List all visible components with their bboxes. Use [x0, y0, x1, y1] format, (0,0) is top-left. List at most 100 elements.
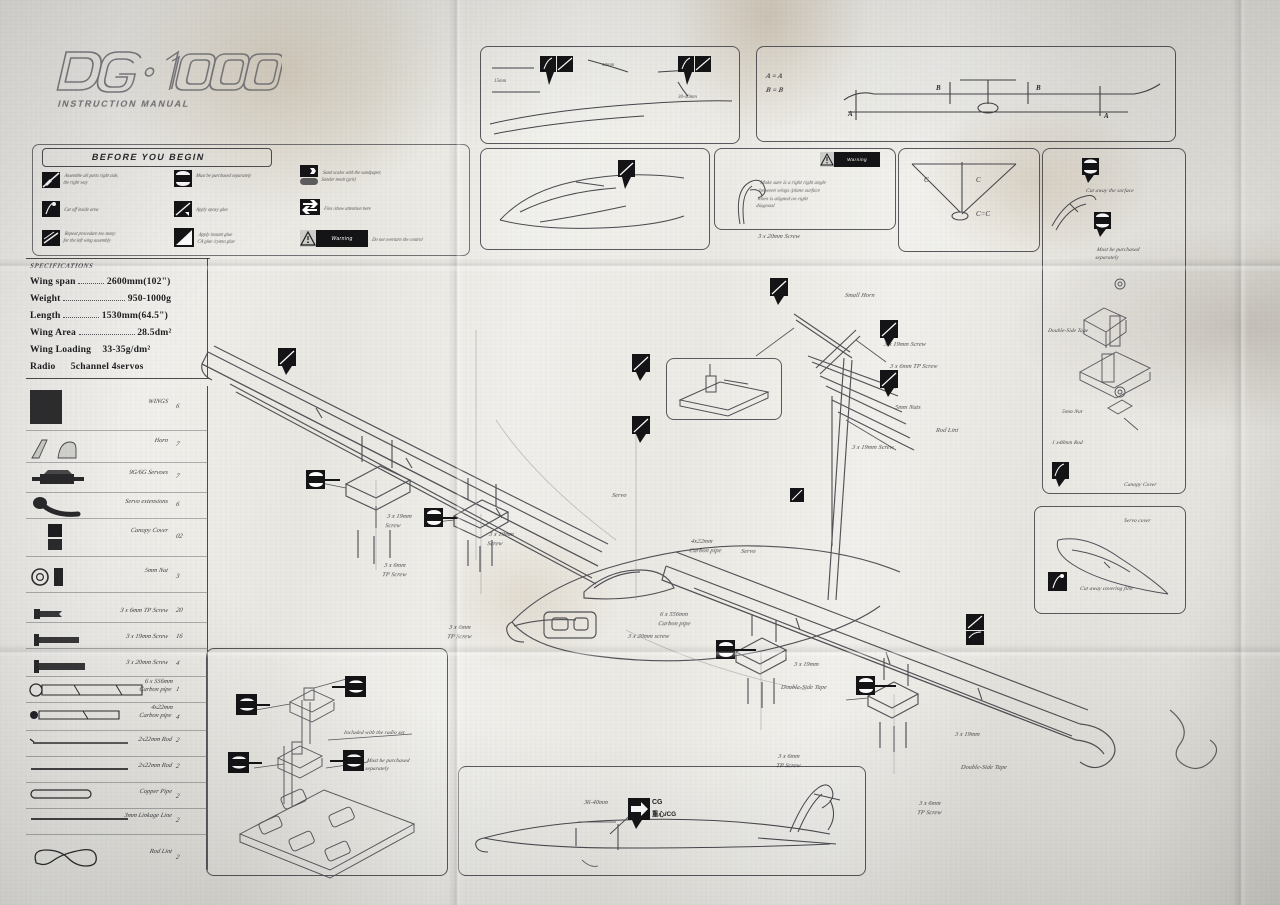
parts-name-3: Servo extensions: [124, 498, 169, 505]
must-be-purchased-icon: [174, 170, 192, 187]
spec-row-wing-loading: Wing Loading 33-35g/dm²: [30, 344, 150, 355]
callout-4: Small Horn: [844, 292, 876, 299]
parts-qty-8: 4: [175, 660, 180, 667]
parts-qty-10: 4: [175, 714, 180, 721]
callout-19: Double-Side Tape: [960, 764, 1008, 771]
spec-rule-right: [206, 258, 208, 378]
callout-5: 3 x 19mm Screw: [883, 341, 927, 348]
parts-qty-14: 2: [175, 817, 180, 824]
legend-text-2: Sand scales with the sandpaper, Sander m…: [321, 170, 382, 182]
assembly-flag-servo-small: [790, 488, 816, 510]
spec-key-wing-loading: Wing Loading: [30, 344, 92, 355]
spec-value-wing-area: 28.5dm²: [137, 327, 172, 338]
parts-qty-0: 6: [175, 403, 180, 410]
cut-callout-flag-servo-cover: [1048, 572, 1078, 594]
parts-name-8: 3 x 20mm Screw: [125, 659, 169, 666]
stand-purchase-flag-1: [236, 694, 270, 716]
legend-text-0: Assemble all parts right side, the right…: [63, 173, 120, 185]
purchase-flag-left-1: [306, 470, 340, 490]
cg-distance-label: 36-40mm: [583, 799, 609, 806]
parts-sep-13: [26, 808, 208, 809]
parts-name-14: 3mm Linkage Line: [123, 812, 173, 819]
spec-rule-bottom: [26, 378, 210, 380]
assembly-flag-nut-cut: [880, 370, 910, 398]
warning-icon-vtail: [820, 152, 834, 167]
assembly-flag-fuse-cut: [632, 416, 662, 444]
apply-epoxy-glue-icon: [174, 201, 192, 217]
callout-0: 3 x 19mm Screw: [384, 513, 413, 529]
legend-text-5: Flex /show attention here: [323, 206, 372, 211]
parts-sep-10: [26, 730, 208, 731]
panel-servo-tray-detail: [666, 358, 782, 420]
spec-key-weight: Weight: [30, 293, 61, 304]
right-col-cover-note: Canopy Cover: [1123, 482, 1158, 488]
parts-name-0: WINGS: [147, 398, 169, 405]
sand-icon: [300, 165, 318, 177]
parts-qty-1: 7: [175, 441, 180, 448]
parts-name-13: Copper Pipe: [138, 788, 173, 795]
spec-value-length: 1530mm(64.5"): [101, 310, 169, 321]
spec-key-length: Length: [30, 310, 61, 321]
spec-key-wing-span: Wing span: [30, 276, 76, 287]
parts-sep-12: [26, 782, 208, 783]
pen-scribble: [1160, 700, 1250, 790]
cg-marker-flag: [628, 798, 658, 830]
parts-sep-4: [26, 556, 208, 557]
right-col-nut-note: 5mm Nut: [1061, 409, 1083, 415]
parts-qty-11: 2: [175, 737, 180, 744]
parts-name-9: 6 x 556mm Carbon pipe: [138, 678, 174, 694]
spec-value-wing-span: 2600mm(102"): [106, 276, 171, 287]
callout-2: 3 x 6mm TP Screw: [381, 562, 408, 578]
parts-qty-2: 7: [175, 473, 180, 480]
cg-sub-label: 重心/CG: [652, 811, 677, 818]
spec-key-wing-area: Wing Area: [30, 327, 76, 338]
parts-qty-3: 6: [175, 501, 180, 508]
tail-screw-label: 3 x 20mm Screw: [757, 233, 801, 240]
wing-panel-icon: [30, 390, 62, 424]
parts-sep-2: [26, 492, 208, 493]
legend-text-1: Must be purchased separately: [195, 173, 252, 178]
parts-qty-7: 16: [175, 633, 184, 640]
panel-dihedral: [756, 46, 1176, 142]
assembly-flag-wing-cut: [278, 348, 308, 376]
canopy-cover-flag: [1052, 462, 1080, 488]
spec-rule-top: [26, 258, 210, 260]
warning-label-vtail: Warning: [834, 152, 880, 167]
sand-grit-chip: [300, 178, 318, 185]
fold-crease-vertical-right: [1232, 0, 1248, 905]
parts-name-11: 2x22mm Rod: [137, 736, 173, 743]
callout-12: Servo: [740, 548, 757, 555]
purchase-callout-flag-2: [1094, 212, 1124, 238]
callout-20: 3 x 6mm TP Screw: [916, 800, 943, 816]
parts-sep-5: [26, 592, 208, 593]
cut-callout-flag-2: [678, 56, 712, 86]
manual-subtitle: INSTRUCTION MANUAL: [56, 99, 192, 109]
panel-servo-cover: [1034, 506, 1186, 614]
parts-qty-12: 2: [175, 763, 180, 770]
parts-sep-1: [26, 462, 208, 463]
callout-14: 3 x 20mm screw: [627, 633, 670, 640]
callout-3: 3 x 6mm TP Screw: [446, 624, 473, 640]
warning-icon: [300, 230, 316, 247]
parts-sep-3: [26, 518, 208, 519]
cut-callout-flag-3: [618, 160, 650, 190]
callout-17: 3 x 6mm TP Screw: [775, 753, 802, 769]
cut-with-knife-icon: [42, 172, 60, 188]
callout-1: 3 x 19mm Screw: [486, 531, 515, 547]
parts-qty-13: 2: [175, 793, 180, 800]
parts-name-15: Rod Lint: [149, 848, 173, 855]
legend-text-6: Repeat procedure too many for the left w…: [63, 231, 116, 243]
stand-note-right-bottom: Must be purchased separately: [364, 758, 410, 773]
right-col-mid-note: Must be purchased separately: [1094, 247, 1140, 262]
canopy-icon: [48, 524, 62, 550]
servo-cover-note: Cut away covering film: [1079, 586, 1134, 592]
assembly-flag-tail-cut: [632, 354, 662, 382]
cg-label: CG: [652, 799, 663, 806]
legend-text-8: Do not overturn the control: [371, 237, 424, 242]
parts-name-5: 5mm Nut: [144, 567, 169, 574]
spec-key-radio: Radio: [30, 361, 56, 372]
assembly-flag-vtail-cut: [770, 278, 800, 306]
purchase-callout-flag-1: [1082, 158, 1112, 184]
parts-sep-6: [26, 622, 208, 623]
parts-qty-9: 1: [175, 686, 180, 693]
